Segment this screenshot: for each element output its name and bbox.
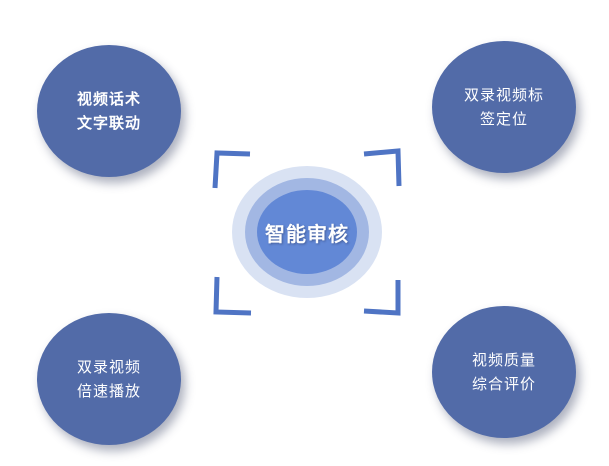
bracket-bottom-right	[363, 280, 401, 316]
center-label: 智能审核	[265, 221, 349, 246]
node-label-line1: 双录视频标	[463, 86, 544, 104]
node-label-line1: 视频质量	[471, 351, 536, 369]
node-bottom-left: 双录视频 倍速播放	[37, 313, 181, 445]
node-label-line1: 双录视频	[76, 358, 141, 376]
node-label-line1: 视频话术	[76, 90, 141, 108]
node-label-line2: 倍速播放	[76, 382, 141, 400]
bracket-top-left	[212, 150, 251, 189]
bracket-bottom-left	[213, 276, 252, 316]
node-top-left: 视频话术 文字联动	[37, 45, 181, 177]
node-label-line2: 文字联动	[76, 114, 141, 132]
node-label-line2: 签定位	[479, 110, 528, 128]
bracket-top-right	[363, 148, 402, 187]
node-bottom-right: 视频质量 综合评价	[432, 306, 576, 438]
node-top-right: 双录视频标 签定位	[432, 41, 576, 173]
center-node: 智能审核	[257, 190, 357, 274]
node-label-line2: 综合评价	[471, 375, 536, 393]
